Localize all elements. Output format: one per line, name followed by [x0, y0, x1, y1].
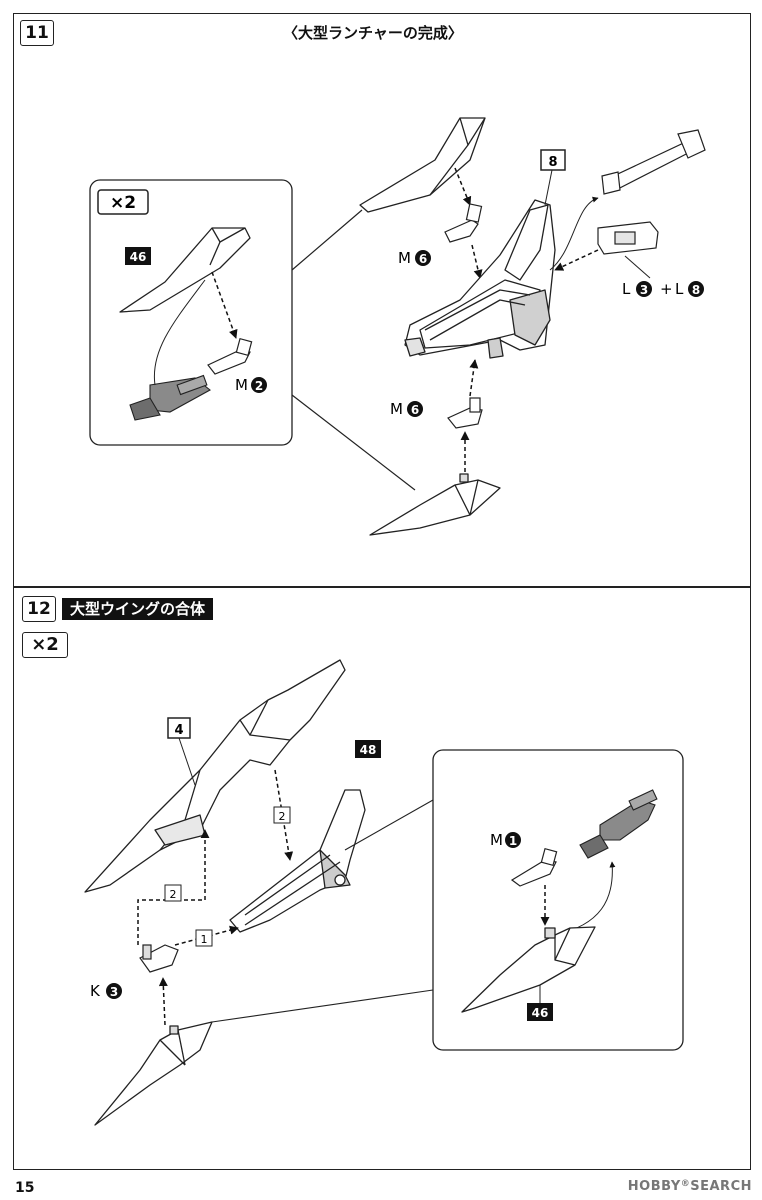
svg-text:L: L: [622, 280, 631, 298]
step12-callout-top: [344, 799, 434, 851]
top-blade: [359, 117, 486, 213]
part-46-inset12-tag: 46: [527, 985, 553, 1021]
label-m6-bottom: M 6: [390, 400, 423, 418]
step-11-title: 〈大型ランチャーの完成〉: [283, 24, 463, 42]
svg-text:K: K: [90, 982, 101, 1000]
part-m2: [207, 337, 253, 375]
launcher-body: [404, 199, 556, 359]
svg-text:6: 6: [411, 403, 419, 417]
svg-text:M: M: [490, 831, 503, 849]
connector-leader: [624, 255, 651, 279]
svg-text:2: 2: [255, 379, 263, 393]
bottom-blade: [369, 473, 501, 536]
svg-text:6: 6: [419, 252, 427, 266]
step-11-number: 11: [20, 20, 54, 46]
svg-text:M: M: [235, 376, 248, 394]
top-dash-arrow: [454, 167, 472, 206]
step-11-inset-box: [89, 179, 293, 446]
svg-text:×2: ×2: [110, 193, 136, 213]
m6-bottom-up-arrow: [469, 359, 479, 397]
launcher-arm: [601, 129, 706, 195]
inset-dash-arrow: [211, 271, 238, 339]
watermark-mark: ®: [680, 1179, 691, 1189]
part-m6-top: [444, 203, 483, 243]
svg-text:46: 46: [130, 250, 147, 264]
connector-part: [597, 221, 659, 255]
step-12-title: 大型ウイングの合体: [62, 598, 214, 620]
svg-text:8: 8: [692, 283, 700, 297]
label-m2: M 2: [235, 376, 267, 394]
svg-text:8: 8: [548, 155, 557, 170]
part-m6-bottom: [447, 397, 483, 429]
svg-text:3: 3: [110, 985, 118, 999]
arrow-order-1: [174, 925, 239, 946]
inset-multiplier-badge: ×2: [97, 189, 149, 215]
watermark-brand: HOBBY: [627, 1179, 681, 1194]
label-l3-l8: L 3 + L 8: [622, 280, 704, 298]
step-12-multiplier: ×2: [22, 632, 68, 658]
inset-mechanism: [129, 374, 211, 421]
label-m1: M 1: [490, 831, 521, 849]
part-m1: [510, 847, 558, 887]
svg-text:M: M: [390, 400, 403, 418]
part-48-tag: 48: [355, 740, 381, 758]
watermark-suffix: SEARCH: [690, 1179, 752, 1194]
svg-text:2: 2: [170, 888, 177, 901]
page-number: 15: [15, 1180, 35, 1196]
lower-blade: [94, 1021, 213, 1126]
order-2-right-tag: 2: [273, 806, 291, 824]
svg-text:4: 4: [174, 723, 183, 738]
watermark: HOBBY®SEARCH: [628, 1179, 752, 1194]
order-2-left-tag: 2: [164, 884, 182, 902]
step-12-number: 12: [22, 596, 56, 622]
step-12-panel: [13, 587, 751, 1170]
part-4-wing: [84, 659, 346, 893]
part-46-wing: [461, 926, 596, 1013]
order-1-tag: 1: [195, 929, 213, 947]
step-12-inset-box: [432, 749, 684, 1051]
part-48-body: [229, 789, 366, 933]
svg-text:L: L: [675, 280, 684, 298]
step12-callout-bottom: [211, 989, 434, 1023]
inset-connector-line: [153, 279, 206, 386]
label-k3: K 3: [90, 982, 122, 1000]
svg-text:M: M: [398, 249, 411, 267]
step-11-panel: [13, 13, 751, 587]
part-46-small-blade: [119, 227, 251, 313]
svg-text:1: 1: [201, 933, 208, 946]
inset12-connector-line: [554, 861, 616, 936]
inset12-mechanism: [579, 789, 658, 859]
part-8-tag: 8: [540, 149, 566, 206]
part-k3: [139, 944, 179, 973]
callout-lines: [291, 209, 363, 271]
connector-dash-arrow: [554, 249, 599, 271]
svg-text:3: 3: [640, 283, 648, 297]
part-4-tag: 4: [167, 717, 196, 786]
k3-up-arrow: [158, 977, 168, 1026]
part-46-tag: 46: [125, 247, 151, 265]
label-m6-top: M 6: [398, 249, 431, 267]
svg-text:46: 46: [532, 1006, 549, 1020]
arm-connector-line: [549, 196, 599, 271]
svg-text:48: 48: [360, 743, 377, 757]
m6-to-body-arrow: [471, 244, 483, 279]
svg-text:1: 1: [509, 834, 517, 848]
svg-text:2: 2: [279, 810, 286, 823]
svg-text:+: +: [660, 280, 673, 298]
